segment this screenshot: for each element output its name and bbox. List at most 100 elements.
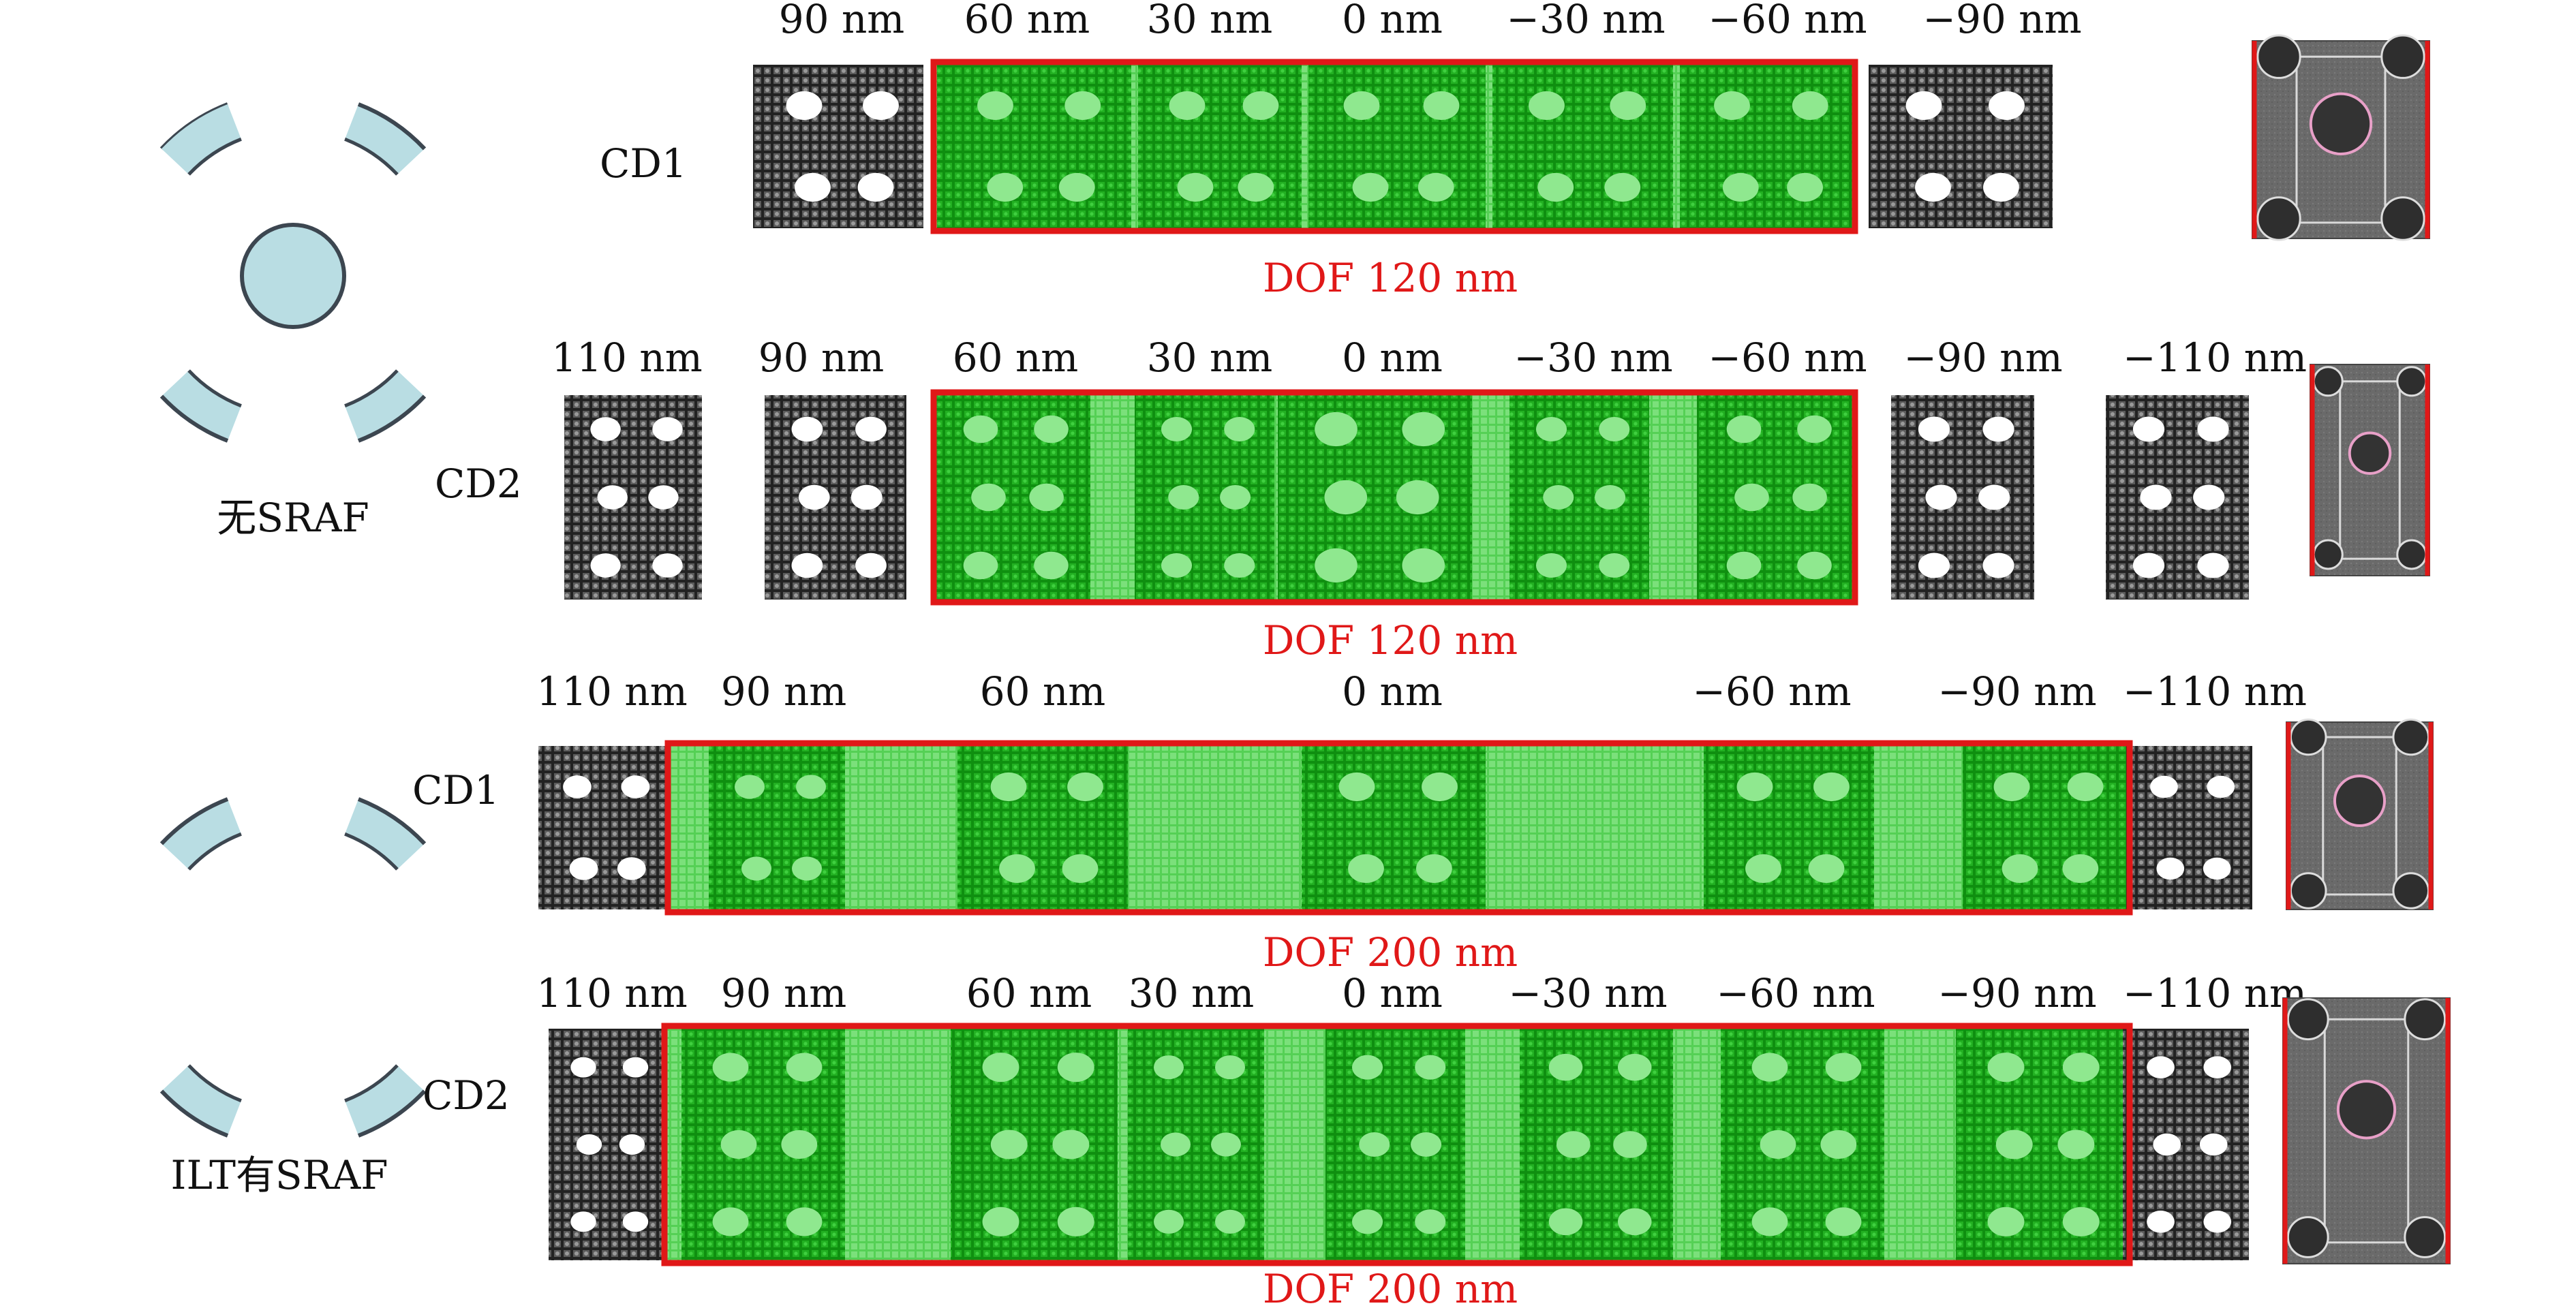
contact-hole	[1402, 411, 1445, 447]
focus-label: 30 nm	[1129, 970, 1255, 1016]
contact-hole	[712, 1053, 749, 1082]
contact-hole	[982, 1206, 1019, 1236]
contact-hole	[1220, 484, 1251, 510]
contact-hole	[1224, 552, 1255, 578]
focus-tile-out-window	[564, 395, 702, 600]
contact-hole	[2057, 1130, 2095, 1159]
contact-hole	[1154, 1055, 1184, 1080]
contact-hole	[971, 483, 1006, 512]
contact-hole	[1215, 1209, 1245, 1234]
focus-label: 60 nm	[980, 668, 1106, 715]
contact-hole	[1808, 854, 1845, 884]
focus-label: −90 nm	[1922, 0, 2081, 42]
focus-label: −30 nm	[1508, 970, 1667, 1016]
pole-arc-bottom-left-fill	[162, 370, 241, 441]
contact-hole	[1416, 854, 1452, 884]
contact-hole	[1610, 91, 1646, 121]
contact-hole	[1714, 91, 1750, 121]
contact-hole	[1343, 91, 1380, 121]
contact-hole	[720, 1130, 757, 1159]
contact-hole	[1599, 552, 1630, 578]
pole-arc-bottom-right-fill	[345, 1065, 425, 1136]
contact-hole	[795, 172, 831, 202]
pole-arc-top-left-fill	[162, 799, 241, 870]
contact-hole	[1161, 1132, 1191, 1157]
contact-hole	[1989, 91, 2025, 121]
contact-hole	[712, 1207, 749, 1236]
focus-label: 60 nm	[953, 334, 1079, 381]
focus-label: 110 nm	[536, 668, 688, 715]
pole-arc-bottom-right-fill	[345, 370, 425, 441]
contact-hole	[652, 417, 683, 441]
contact-hole	[1211, 1132, 1241, 1157]
contact-hole	[990, 1130, 1028, 1159]
contact-hole	[590, 417, 621, 441]
contact-hole	[2062, 1206, 2100, 1236]
contact-hole	[786, 1053, 823, 1082]
focus-label: 60 nm	[964, 0, 1090, 42]
contact-hole	[1067, 772, 1103, 802]
focus-tile-in-window	[1302, 746, 1486, 909]
contact-hole	[735, 775, 765, 799]
contact-hole	[1529, 91, 1565, 121]
focus-label: 90 nm	[721, 668, 847, 715]
focus-tile-in-window	[1308, 65, 1486, 228]
contact-hole	[570, 1211, 596, 1232]
contact-hole	[621, 775, 650, 798]
focus-tile-in-window	[1956, 1029, 2123, 1260]
source-no-sraf-label: 无SRAF	[217, 495, 369, 541]
contact-hole	[590, 553, 621, 578]
contact-hole	[1726, 551, 1762, 580]
contact-hole	[1751, 1053, 1788, 1082]
contact-hole	[791, 416, 823, 442]
contact-hole	[1993, 772, 2030, 802]
contact-hole	[1351, 1209, 1383, 1234]
contact-hole	[850, 484, 883, 510]
focus-label: −60 nm	[1716, 970, 1875, 1016]
focus-tile-in-window	[1492, 65, 1673, 228]
contact-hole	[1543, 484, 1574, 510]
contact-hole	[1348, 854, 1384, 884]
contact-hole	[1062, 854, 1099, 884]
contact-hole	[798, 484, 830, 510]
dof-window-frame	[664, 740, 2133, 916]
focus-tile-in-window	[1963, 746, 2126, 909]
contact-hole	[1052, 1130, 1090, 1159]
contact-hole	[1797, 551, 1832, 580]
contact-hole	[2140, 484, 2172, 510]
dof-label: DOF 200 nm	[1263, 929, 1518, 976]
focus-tile-in-window	[937, 65, 1131, 228]
sem-contact-hole-icon	[2310, 364, 2430, 576]
dof-label: DOF 200 nm	[1263, 1266, 1518, 1308]
focus-label: −30 nm	[1506, 0, 1665, 42]
contact-hole	[1415, 1055, 1446, 1080]
focus-label: −110 nm	[2123, 970, 2307, 1016]
contact-hole	[1359, 1132, 1390, 1157]
contact-hole	[741, 856, 771, 881]
contact-hole	[1978, 484, 2010, 510]
focus-label: −90 nm	[1937, 970, 2096, 1016]
contact-hole	[963, 551, 998, 580]
focus-label: 0 nm	[1342, 970, 1443, 1016]
focus-label: −60 nm	[1708, 0, 1867, 42]
contact-hole	[1057, 1053, 1094, 1083]
contact-hole	[1618, 1053, 1652, 1081]
focus-label: 30 nm	[1147, 0, 1273, 42]
focus-label: 0 nm	[1342, 334, 1443, 381]
pole-arc-top-left-fill	[162, 104, 241, 175]
contact-hole	[2203, 1056, 2232, 1078]
contact-hole	[855, 416, 887, 442]
contact-hole	[597, 485, 628, 510]
contact-hole	[652, 553, 683, 578]
contact-hole	[2002, 854, 2038, 884]
contact-hole	[1161, 552, 1193, 578]
contact-hole	[2132, 416, 2165, 442]
focus-label: −90 nm	[1937, 668, 2096, 715]
contact-hole	[1034, 551, 1069, 580]
contact-hole	[2156, 857, 2185, 880]
contact-hole	[1402, 548, 1445, 583]
contact-hole	[855, 552, 887, 578]
contact-hole	[1820, 1130, 1857, 1159]
contact-hole	[1734, 483, 1769, 512]
